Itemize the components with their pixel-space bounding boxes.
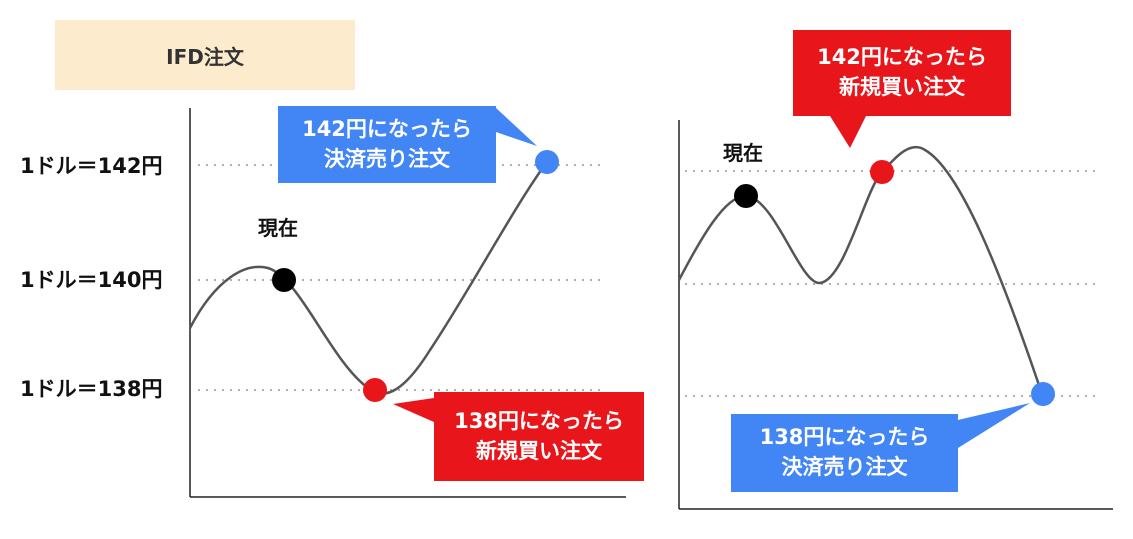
right-callout-close-tail	[958, 403, 1030, 448]
right-callout-close-line1: 138円になったら	[759, 425, 930, 450]
price-label-142: 1ドル＝142円	[20, 154, 163, 178]
left-sell-marker	[535, 150, 559, 174]
right-current-label: 現在	[723, 141, 763, 165]
left-current-label: 現在	[258, 216, 298, 240]
right-sell-marker	[1031, 382, 1055, 406]
right-callout-entry-line2: 新規買い注文	[839, 75, 965, 99]
left-callout-entry-line1: 138円になったら	[454, 408, 624, 433]
left-callout-close-line1: 142円になったら	[302, 116, 472, 141]
price-label-138: 1ドル＝138円	[20, 377, 163, 401]
right-callout-close-line2: 決済売り注文	[781, 455, 908, 479]
left-callout-entry-tail	[393, 398, 434, 422]
title-box: IFD注文	[55, 20, 355, 90]
left-buy-marker	[363, 378, 387, 402]
price-label-140: 1ドル＝140円	[20, 268, 163, 292]
right-panel	[677, 116, 1113, 510]
right-callout-close: 138円になったら 決済売り注文	[731, 414, 958, 492]
left-callout-close-tail	[496, 108, 537, 146]
left-callout-close: 142円になったら 決済売り注文	[278, 106, 496, 183]
right-current-marker	[734, 184, 758, 208]
right-buy-marker	[870, 160, 894, 184]
left-callout-entry: 138円になったら 新規買い注文	[434, 392, 644, 481]
right-callout-entry-line1: 142円になったら	[817, 45, 987, 70]
left-callout-close-line2: 決済売り注文	[324, 146, 450, 171]
left-current-marker	[272, 268, 296, 292]
left-price-curve	[188, 161, 549, 395]
right-callout-entry: 142円になったら 新規買い注文	[793, 30, 1011, 116]
right-callout-entry-tail	[830, 116, 866, 148]
left-callout-entry-line2: 新規買い注文	[476, 438, 602, 463]
right-price-curve	[677, 146, 1044, 395]
